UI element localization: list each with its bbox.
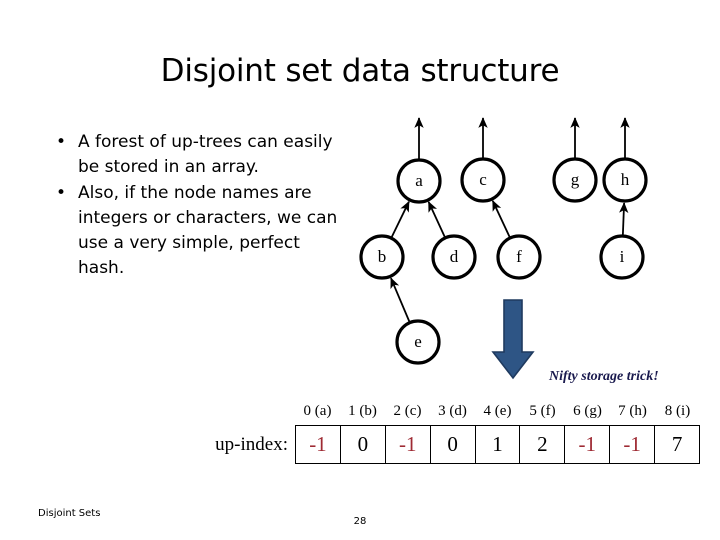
bullet-list: • A forest of up-trees can easily be sto… (44, 130, 344, 282)
tree-node-label-a: a (415, 171, 423, 190)
footer-deck-name: Disjoint Sets (38, 508, 101, 519)
tree-node-g (552, 157, 598, 203)
page-title: Disjoint set data structure (160, 53, 560, 89)
array-header-5: 5 (f) (529, 403, 556, 419)
tree-node-h (602, 157, 648, 203)
array-header-3: 3 (d) (438, 403, 467, 419)
tree-edge-b-to-a (390, 200, 410, 238)
tree-node-a (396, 158, 442, 204)
array-header-7: 7 (h) (618, 403, 647, 419)
footer-page-number: 28 (353, 516, 367, 527)
tree-node-b (359, 234, 405, 280)
tree-edges (390, 200, 629, 323)
list-item: • Also, if the node names are integers o… (44, 181, 344, 281)
array-header-1: 1 (b) (348, 403, 377, 419)
tree-edge-d-to-a (427, 201, 446, 238)
tree-node-f (496, 234, 542, 280)
array-header-2: 2 (c) (393, 403, 422, 419)
array-cell-0: -1 (296, 426, 341, 463)
tree-node-label-i: i (619, 247, 625, 266)
tree-node-label-f: f (516, 247, 522, 266)
array-header-6: 6 (g) (573, 403, 602, 419)
tree-node-i (599, 234, 645, 280)
tree-node-label-c: c (479, 170, 487, 189)
root-up-arrows (414, 117, 630, 159)
array-cell-1: 0 (341, 426, 386, 463)
tree-node-d (431, 234, 477, 280)
list-item: • A forest of up-trees can easily be sto… (44, 130, 344, 180)
array-cell-6: -1 (565, 426, 611, 463)
tree-node-label-g: g (570, 170, 580, 189)
nifty-storage-trick-note: Nifty storage trick! (549, 369, 659, 384)
array-cell-3: 0 (431, 426, 476, 463)
tree-nodes (359, 157, 648, 365)
array-header-8: 8 (i) (664, 403, 691, 419)
array-cell-8: 7 (671, 432, 683, 456)
array-header-4: 4 (e) (483, 403, 512, 419)
tree-node-e (395, 319, 441, 365)
tree-node-label-b: b (377, 247, 387, 266)
tree-edge-i-to-h (619, 202, 629, 236)
big-blue-down-arrow-icon (491, 299, 535, 380)
array-column-headers: 0 (a) 1 (b) 2 (c) 3 (d) 4 (e) 5 (f) 6 (g) 7 (h)… (295, 402, 700, 421)
array-cell-5: 2 (520, 426, 566, 463)
bullet-text: A forest of up-trees can easily be store… (78, 132, 333, 177)
array-cell-2: -1 (386, 426, 431, 463)
tree-node-label-h: h (620, 170, 630, 189)
tree-node-c (460, 157, 506, 203)
bullet-marker-icon: • (56, 183, 67, 203)
big-down-arrow (491, 299, 535, 380)
bullet-text: Also, if the node names are integers or … (78, 183, 338, 278)
array-header-0: 0 (a) (303, 403, 332, 419)
array-cell-4: 1 (476, 426, 521, 463)
array-row-label: up-index: (215, 434, 288, 455)
tree-edge-e-to-b (390, 277, 411, 323)
tree-edge-f-to-c (491, 200, 511, 238)
tree-node-label-d: d (449, 247, 459, 266)
array-cell-7: -1 (610, 426, 656, 463)
up-index-array: 0 (a) 1 (b) 2 (c) 3 (d) 4 (e) 5 (f) 6 (g) 7 (h)… (0, 402, 720, 477)
bullet-marker-icon: • (56, 132, 67, 152)
tree-node-label-e: e (414, 332, 422, 351)
